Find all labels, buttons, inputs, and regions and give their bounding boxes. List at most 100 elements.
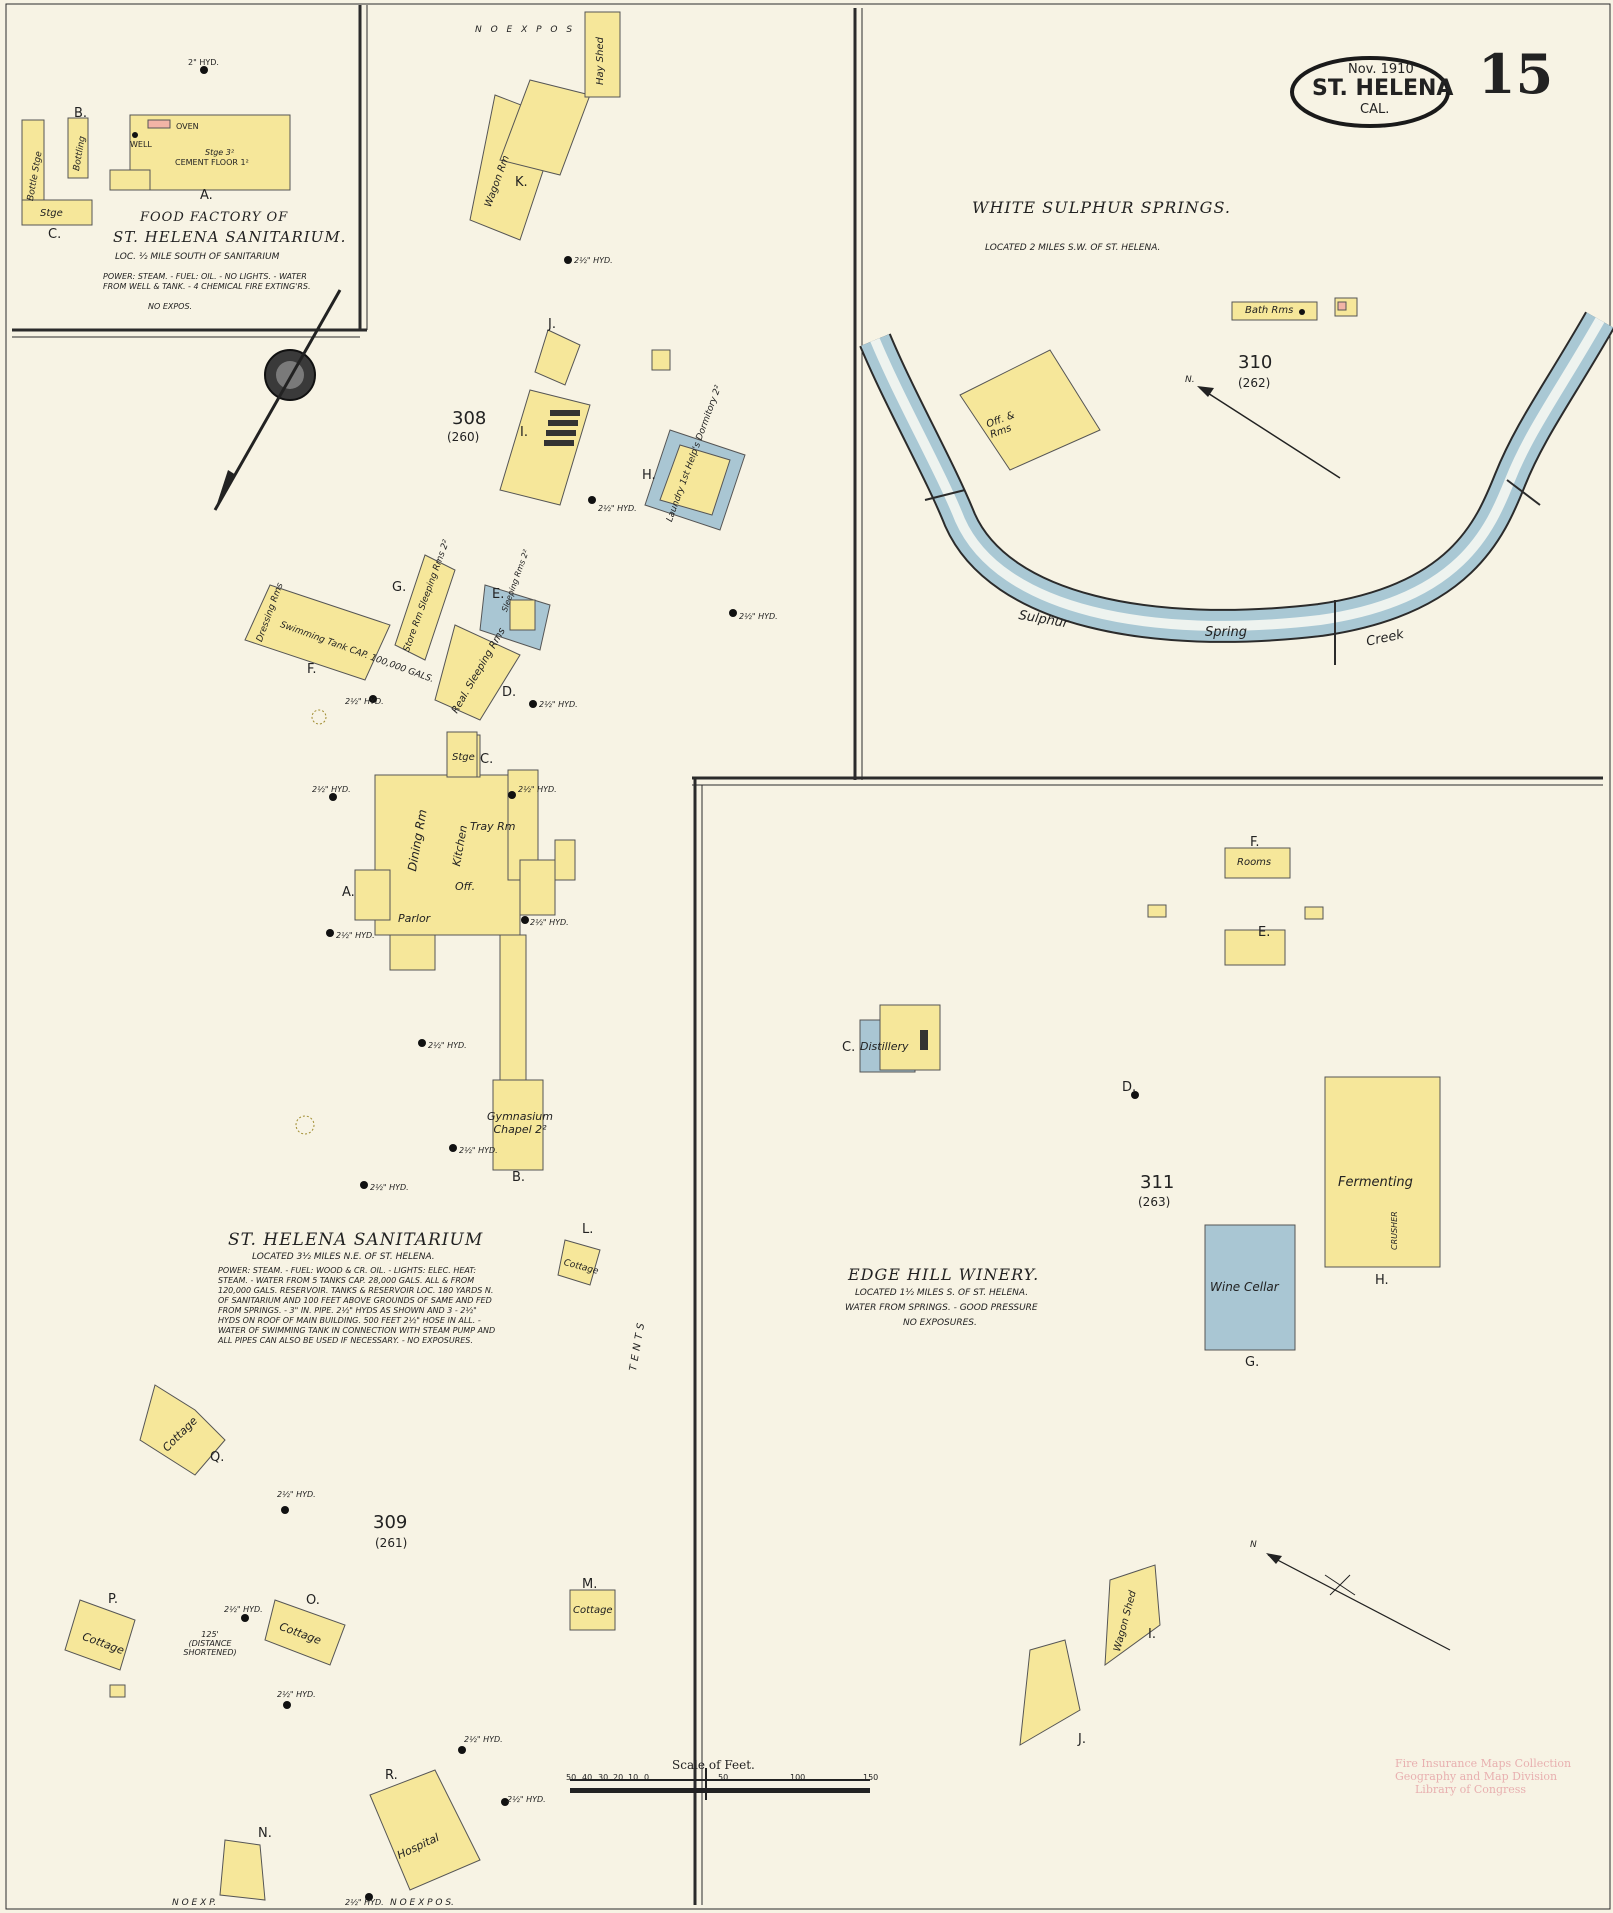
stamp-line-3: Library of Congress	[1415, 1783, 1527, 1796]
scale-tick: 30	[598, 1773, 609, 1782]
compass-rose-icon	[213, 289, 342, 511]
bldg-tray: Tray Rm	[470, 820, 516, 833]
win-letter-j: J.	[1078, 1732, 1086, 1747]
san-letter-n: N.	[258, 1826, 272, 1841]
scale-tick: 50	[718, 1773, 729, 1782]
win-letter-i: I.	[1148, 1627, 1156, 1642]
block-310: 310	[1238, 352, 1273, 373]
san-letter-g: G.	[392, 580, 407, 595]
sulphur-spring-creek	[859, 311, 1613, 665]
sanitarium-notes: POWER: STEAM. - FUEL: WOOD & CR. OIL. - …	[218, 1266, 496, 1345]
hyd-label: 2½" HYD.	[224, 1605, 263, 1614]
no-exp-bottom: N O E X P.	[172, 1898, 217, 1908]
block-308: 308	[452, 408, 487, 429]
winery-location: LOCATED 1½ MILES S. OF ST. HELENA.	[855, 1288, 1029, 1298]
bldg-crusher: CRUSHER	[1390, 1211, 1399, 1250]
block-311: 311	[1140, 1172, 1175, 1193]
ff-oven: OVEN	[176, 122, 199, 131]
san-letter-r: R.	[385, 1768, 398, 1783]
scale-tick: 10	[628, 1773, 639, 1782]
san-letter-a: A.	[342, 885, 355, 900]
winery-expos: NO EXPOSURES.	[903, 1318, 977, 1328]
tank-circles	[295, 709, 327, 1135]
food-factory-title-1: FOOD FACTORY OF	[140, 210, 289, 225]
san-letter-k: K.	[515, 175, 528, 190]
hyd-label: 2½" HYD.	[574, 256, 613, 265]
san-letter-h: H.	[642, 468, 656, 483]
hyd-label: 2½" HYD.	[277, 1690, 316, 1699]
block-309: 309	[373, 1512, 408, 1533]
win-letter-e: E.	[1258, 925, 1271, 940]
sanitarium-title: ST. HELENA SANITARIUM	[228, 1230, 484, 1250]
bldg-stge: Stge	[452, 752, 475, 763]
sanitarium-location: LOCATED 3½ MILES N.E. OF ST. HELENA.	[252, 1252, 435, 1262]
cottage-m: Cottage	[573, 1605, 613, 1616]
ff-letter-c: C.	[48, 227, 62, 242]
hyd-label: 2½" HYD.	[428, 1041, 467, 1050]
winery-north: N	[1250, 1540, 1257, 1550]
food-factory-notes: POWER: STEAM. - FUEL: OIL. - NO LIGHTS. …	[103, 272, 311, 291]
scale-tick: 40	[582, 1773, 593, 1782]
scale-tick: 50	[566, 1773, 577, 1782]
bldg-fermenting: Fermenting	[1338, 1175, 1413, 1190]
hydrant-dots	[132, 66, 1305, 1901]
hyd-label: 2½" HYD.	[459, 1146, 498, 1155]
bldg-parlor: Parlor	[398, 912, 431, 925]
win-letter-c: C.	[842, 1040, 856, 1055]
scale-tick: 150	[863, 1773, 879, 1782]
sheet-number: 15	[1478, 42, 1554, 106]
ff-cement-floor: CEMENT FLOOR 1²	[175, 158, 249, 167]
bldg-rooms: Rooms	[1237, 857, 1272, 868]
san-letter-d: D.	[502, 685, 517, 700]
ff-well: WELL	[130, 140, 152, 149]
scale-tick: 0	[644, 1773, 650, 1782]
creek-spring: Spring	[1205, 625, 1247, 640]
ff-stge: Stge	[40, 208, 63, 219]
block-308-old: (260)	[447, 430, 480, 444]
ff-stge3: Stge 3²	[205, 148, 235, 157]
loc-stamp: Fire Insurance Maps Collection Geography…	[1395, 1757, 1571, 1796]
block-311-old: (263)	[1138, 1195, 1171, 1209]
hyd-label: 2½" HYD.	[739, 612, 778, 621]
bath-stalls	[544, 410, 928, 1050]
hyd-label: 2½" HYD.	[277, 1490, 316, 1499]
winery-title: EDGE HILL WINERY.	[848, 1265, 1040, 1284]
hyd-label: 2½" HYD.	[530, 918, 569, 927]
san-letter-i: I.	[520, 425, 528, 440]
sulphur-location: LOCATED 2 MILES S.W. OF ST. HELENA.	[985, 243, 1161, 253]
map-city: ST. HELENA	[1312, 76, 1454, 101]
no-expos-bottom: N O E X P O S.	[390, 1898, 454, 1908]
stamp-line-1: Fire Insurance Maps Collection	[1395, 1757, 1572, 1770]
san-letter-l: L.	[582, 1222, 594, 1237]
block-309-old: (261)	[375, 1536, 408, 1550]
san-letter-q: Q.	[210, 1450, 225, 1465]
no-expos-top: N O E X P O S	[475, 25, 576, 35]
hyd-label: 2½" HYD.	[370, 1183, 409, 1192]
win-letter-d: D.	[1122, 1080, 1137, 1095]
sulphur-title: WHITE SULPHUR SPRINGS.	[972, 198, 1231, 217]
food-factory-expos: NO EXPOS.	[148, 302, 193, 311]
bldg-hay: Hay Shed	[595, 37, 606, 85]
bldg-gym: Gymnasium Chapel 2²	[487, 1110, 553, 1136]
san-letter-e: E.	[492, 587, 505, 602]
win-letter-g: G.	[1245, 1355, 1260, 1370]
hyd-label: 2½" HYD.	[336, 931, 375, 940]
scale-tick: 100	[790, 1773, 806, 1782]
san-letter-p: P.	[108, 1592, 118, 1607]
win-letter-h: H.	[1375, 1273, 1389, 1288]
block-310-old: (262)	[1238, 376, 1271, 390]
winery-water: WATER FROM SPRINGS. - GOOD PRESSURE	[845, 1303, 1038, 1313]
ff-letter-a: A.	[200, 188, 213, 203]
san-letter-f: F.	[307, 662, 317, 677]
ff-hydrant: 2" HYD.	[188, 58, 219, 67]
hyd-label: 2½" HYD.	[598, 504, 637, 513]
food-factory-location: LOC. ½ MILE SOUTH OF SANITARIUM	[115, 252, 280, 262]
scale-label: Scale of Feet.	[672, 1758, 755, 1772]
bath-rms: Bath Rms	[1245, 305, 1294, 316]
hyd-label: 2½" HYD.	[518, 785, 557, 794]
sulphur-north: N.	[1185, 375, 1195, 385]
panel-frames	[5, 3, 1611, 1910]
scale-tick: 20	[613, 1773, 624, 1782]
hyd-label: 2½" HYD.	[312, 785, 351, 794]
